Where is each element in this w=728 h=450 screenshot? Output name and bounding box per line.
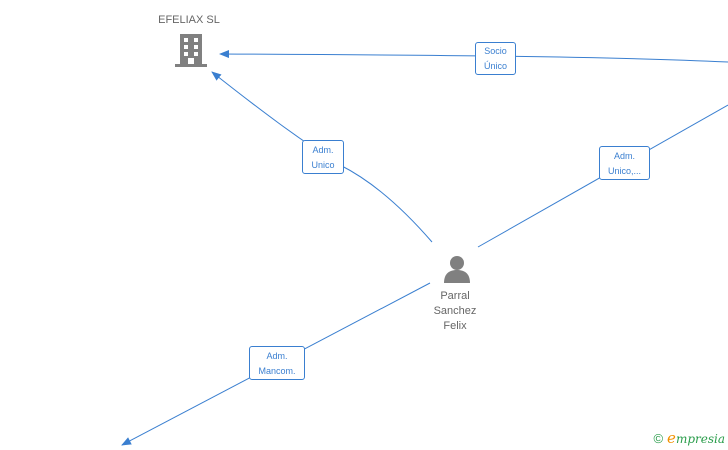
company-name[interactable]: EFELIAX SL [158,14,220,26]
building-icon[interactable] [175,34,207,67]
person-name-line-3: Felix [443,320,467,332]
edge-label-adm-unico-right[interactable]: Adm. Unico,... [599,146,650,180]
brand-initial: e [667,429,676,447]
edge-socio-unico [219,50,728,63]
edge-label-socio-unico[interactable]: Socio Único [475,42,516,75]
copyright-symbol: © [653,431,664,446]
person-name-line-2: Sanchez [433,305,477,317]
empresia-watermark: ©empresia [653,429,725,447]
edge-label-adm-unico-left[interactable]: Adm. Unico [302,140,344,174]
brand-rest: mpresia [675,432,725,446]
edge-label-adm-mancom[interactable]: Adm. Mancom. [249,346,305,380]
person-icon[interactable] [444,256,470,283]
person-name-line-1: Parral [440,290,470,302]
person-name[interactable]: Parral Sanchez Felix [415,289,495,334]
